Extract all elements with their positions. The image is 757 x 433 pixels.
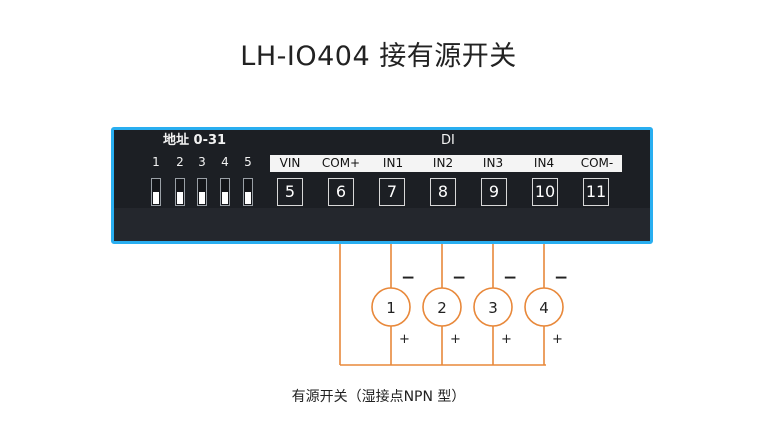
terminal-7: 7: [379, 178, 405, 206]
terminal-label-in4: IN4: [533, 156, 555, 170]
switch-4-number: 4: [539, 299, 549, 317]
io-module: 地址 0-31 DI 1 2 3 4 5 VIN COM+ IN1 IN2 IN…: [111, 127, 653, 244]
terminal-label-vin: VIN: [279, 156, 301, 170]
module-base: [114, 208, 650, 241]
dip-number: 5: [244, 155, 252, 169]
dip-switch: [220, 178, 230, 206]
switch-2-minus: −: [452, 268, 466, 288]
switch-3-plus: +: [501, 332, 512, 347]
address-label: 地址 0-31: [163, 133, 227, 148]
switch-1-minus: −: [401, 268, 415, 288]
terminal-8: 8: [430, 178, 456, 206]
terminal-label-strip: [270, 155, 622, 172]
diagram-title: LH-IO404 接有源开关: [240, 41, 517, 72]
switch-2-number: 2: [437, 299, 447, 317]
di-label: DI: [441, 133, 455, 148]
switch-3-number: 3: [488, 299, 498, 317]
terminal-5: 5: [277, 178, 303, 206]
terminal-9: 9: [481, 178, 507, 206]
switch-2: [422, 287, 462, 327]
switch-1-plus: +: [399, 332, 410, 347]
dip-number: 1: [152, 155, 160, 169]
dip-number: 4: [221, 155, 229, 169]
terminal-label-in1: IN1: [382, 156, 404, 170]
dip-switch: [197, 178, 207, 206]
terminal-10: 10: [532, 178, 558, 206]
switch-1: [371, 287, 411, 327]
dip-number: 3: [198, 155, 206, 169]
switch-3: [473, 287, 513, 327]
dip-switch: [175, 178, 185, 206]
terminal-11: 11: [583, 178, 609, 206]
dip-switch: [151, 178, 161, 206]
switch-1-number: 1: [386, 299, 396, 317]
terminal-label-in3: IN3: [482, 156, 504, 170]
terminal-label-comm: COM-: [580, 156, 614, 170]
dip-switch: [243, 178, 253, 206]
switch-type-caption: 有源开关（湿接点NPN 型）: [291, 389, 466, 405]
switch-4: [524, 287, 564, 327]
terminal-6: 6: [328, 178, 354, 206]
terminal-label-in2: IN2: [432, 156, 454, 170]
switch-4-minus: −: [554, 268, 568, 288]
dip-number: 2: [176, 155, 184, 169]
terminal-label-comp: COM+: [321, 156, 361, 170]
switch-2-plus: +: [450, 332, 461, 347]
switch-4-plus: +: [552, 332, 563, 347]
switch-3-minus: −: [503, 268, 517, 288]
